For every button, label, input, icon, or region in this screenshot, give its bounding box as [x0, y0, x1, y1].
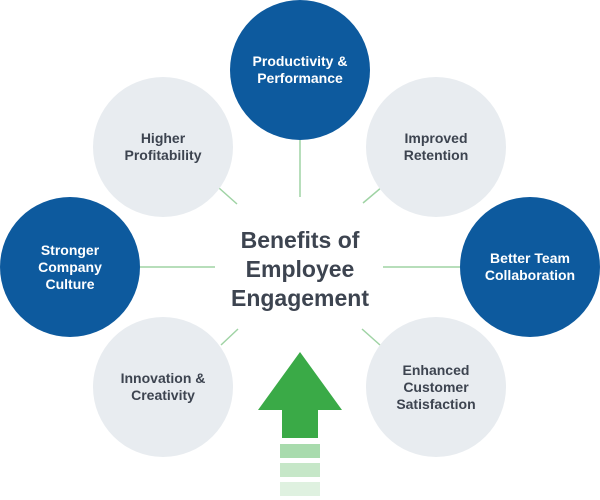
diagram-title: Benefits of Employee Engagement	[230, 227, 370, 311]
connector-satisfaction	[361, 328, 381, 346]
benefit-satisfaction: Enhanced Customer Satisfaction	[366, 317, 506, 457]
benefit-label: Stronger Company Culture	[38, 241, 102, 292]
benefit-label: Innovation & Creativity	[120, 370, 206, 403]
benefit-label: Productivity & Performance	[252, 53, 348, 86]
benefit-label: Improved Retention	[403, 130, 469, 163]
benefit-profitability: Higher Profitability	[93, 77, 233, 217]
benefit-label: Better Team Collaboration	[484, 250, 576, 283]
benefit-productivity: Productivity & Performance	[230, 0, 370, 140]
benefit-label: Higher Profitability	[124, 130, 202, 163]
benefit-retention: Improved Retention	[366, 77, 506, 217]
connector-innovation	[220, 328, 239, 346]
benefit-collaboration: Better Team Collaboration	[460, 197, 600, 337]
connector-retention	[362, 186, 383, 204]
connector-profitability	[218, 187, 238, 205]
benefit-innovation: Innovation & Creativity	[93, 317, 233, 457]
up-arrow-icon	[258, 352, 342, 496]
benefit-culture: Stronger Company Culture	[0, 197, 140, 337]
benefit-label: Enhanced Customer Satisfaction	[396, 361, 476, 412]
